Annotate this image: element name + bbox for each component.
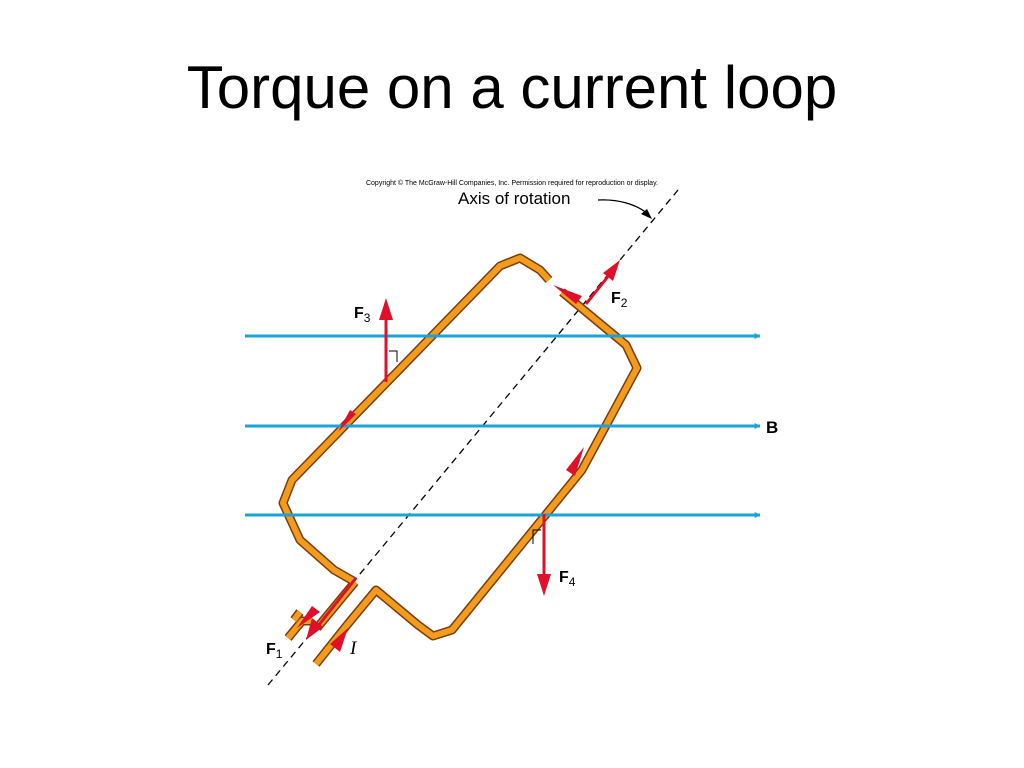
current-arrow-top (553, 285, 582, 304)
force-f2-arrow (584, 260, 620, 305)
force-f4-label: F4 (559, 569, 576, 589)
force-f3-label: F3 (354, 305, 371, 325)
current-label: I (349, 638, 358, 659)
current-arrow-left-side (338, 410, 356, 432)
field-label: B (766, 418, 778, 437)
force-f4-arrow (537, 514, 551, 596)
page-title: Torque on a current loop (186, 54, 838, 121)
force-f1-arrow (306, 577, 358, 640)
force-f3-arrow (379, 298, 393, 382)
current-arrow-lead-in (330, 628, 348, 652)
axis-pointer-head (641, 209, 652, 219)
axis-pointer-curve (597, 199, 649, 215)
current-arrow-right-side (566, 447, 584, 476)
right-angle-mark-f3 (389, 350, 398, 362)
current-arrow-lead-out (297, 606, 320, 628)
right-angle-mark-f4 (532, 529, 541, 544)
axis-of-rotation-label: Axis of rotation (458, 189, 570, 208)
copyright-note: Copyright © The McGraw-Hill Companies, I… (366, 179, 658, 187)
force-f1-label: F1 (266, 641, 283, 661)
force-f2-label: F2 (611, 290, 628, 310)
